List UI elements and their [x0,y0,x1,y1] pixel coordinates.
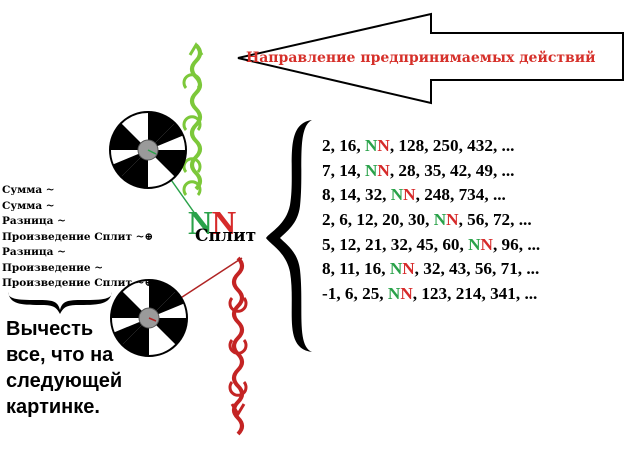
red-spiral-icon [228,256,248,436]
sequence-row: 8, 11, 16, NN, 32, 43, 56, 71, ... [322,257,540,282]
sequence-row: 5, 12, 21, 32, 45, 60, NN, 96, ... [322,233,540,258]
subtract-instruction: Вычесть все, что на следующей картинке. [6,316,146,420]
sequence-after: , 123, 214, 341, ... [412,284,538,304]
sequence-before: 2, 16, [322,136,365,155]
sequence-row: 2, 16, NN, 128, 250, 432, ... [322,134,540,159]
sequence-after: , 96, ... [492,234,541,254]
nn-green-letter: N [433,210,447,230]
subtract-line: следующей [6,370,123,392]
sequence-before: 2, 6, 12, 20, 30, [322,210,434,230]
operation-item: Сумма ~ [2,184,55,196]
sequence-after: , 28, 35, 42, 49, ... [389,160,515,180]
nn-red-letter: N [480,234,493,254]
split-label: Сплит [195,226,257,246]
subtract-line: картинке. [6,396,100,418]
operation-item: Произведение ~ [2,261,104,274]
operation-item: Разница ~ [2,246,66,258]
nn-green-letter: N [364,160,378,180]
subtract-line: Вычесть [6,318,94,340]
nn-green-letter: N [389,259,403,279]
underbrace-icon [8,292,112,314]
subtract-line: все, что на [6,344,114,366]
nn-green-letter: N [387,284,401,304]
nn-green-letter: N [390,185,404,205]
operation-item: Произведение Сплит ~⊕ [2,277,154,289]
nn-green-letter: N [468,234,481,254]
operations-list: Сумма ~ Сумма ~ Разница ~ Произведение С… [2,183,153,292]
sequence-row: -1, 6, 25, NN, 123, 214, 341, ... [322,282,540,307]
green-spiral-icon [182,42,204,196]
operation-item: Произведение Сплит ~⊕ [2,230,154,243]
sequence-before: 5, 12, 21, 32, 45, 60, [322,234,469,254]
sequence-after: , 32, 43, 56, 71, ... [414,259,540,279]
sequence-before: 7, 14, [322,160,365,180]
wheel-icon [110,279,188,357]
sequence-before: 8, 14, 32, [322,185,391,205]
nn-red-letter: N [400,284,413,304]
operation-item: Разница ~ [2,215,66,227]
nn-label: NN [188,205,237,243]
nn-red-letter: N [377,160,390,180]
nn-green-letter: N [188,205,213,242]
nn-red-letter: N [446,210,459,230]
sequence-after: , 56, 72, ... [458,210,532,230]
sequence-before: -1, 6, 25, [322,284,388,304]
nn-red-letter: N [402,259,415,279]
sequence-row: 2, 6, 12, 20, 30, NN, 56, 72, ... [322,208,540,233]
wheel-icon [109,111,187,189]
sequence-after: , 248, 734, ... [415,185,506,205]
nn-green-letter: N [364,136,378,155]
sequence-row: 8, 14, 32, NN, 248, 734, ... [322,183,540,208]
nn-red-letter: N [211,205,237,242]
operation-item: Сумма ~ [2,199,55,212]
big-left-arrow-icon [237,12,624,105]
sequence-after: , 128, 250, 432, ... [389,136,515,155]
sequence-list: 2, 16, NN, 128, 250, 432, ... 7, 14, NN,… [322,134,540,307]
nn-red-letter: N [403,185,416,205]
curly-brace-icon [266,120,312,352]
sequence-before: 8, 11, 16, [322,259,390,279]
direction-arrow-label: Направление предпринимаемых действий [246,50,596,66]
sequence-row: 7, 14, NN, 28, 35, 42, 49, ... [322,159,540,184]
nn-red-letter: N [377,136,390,155]
